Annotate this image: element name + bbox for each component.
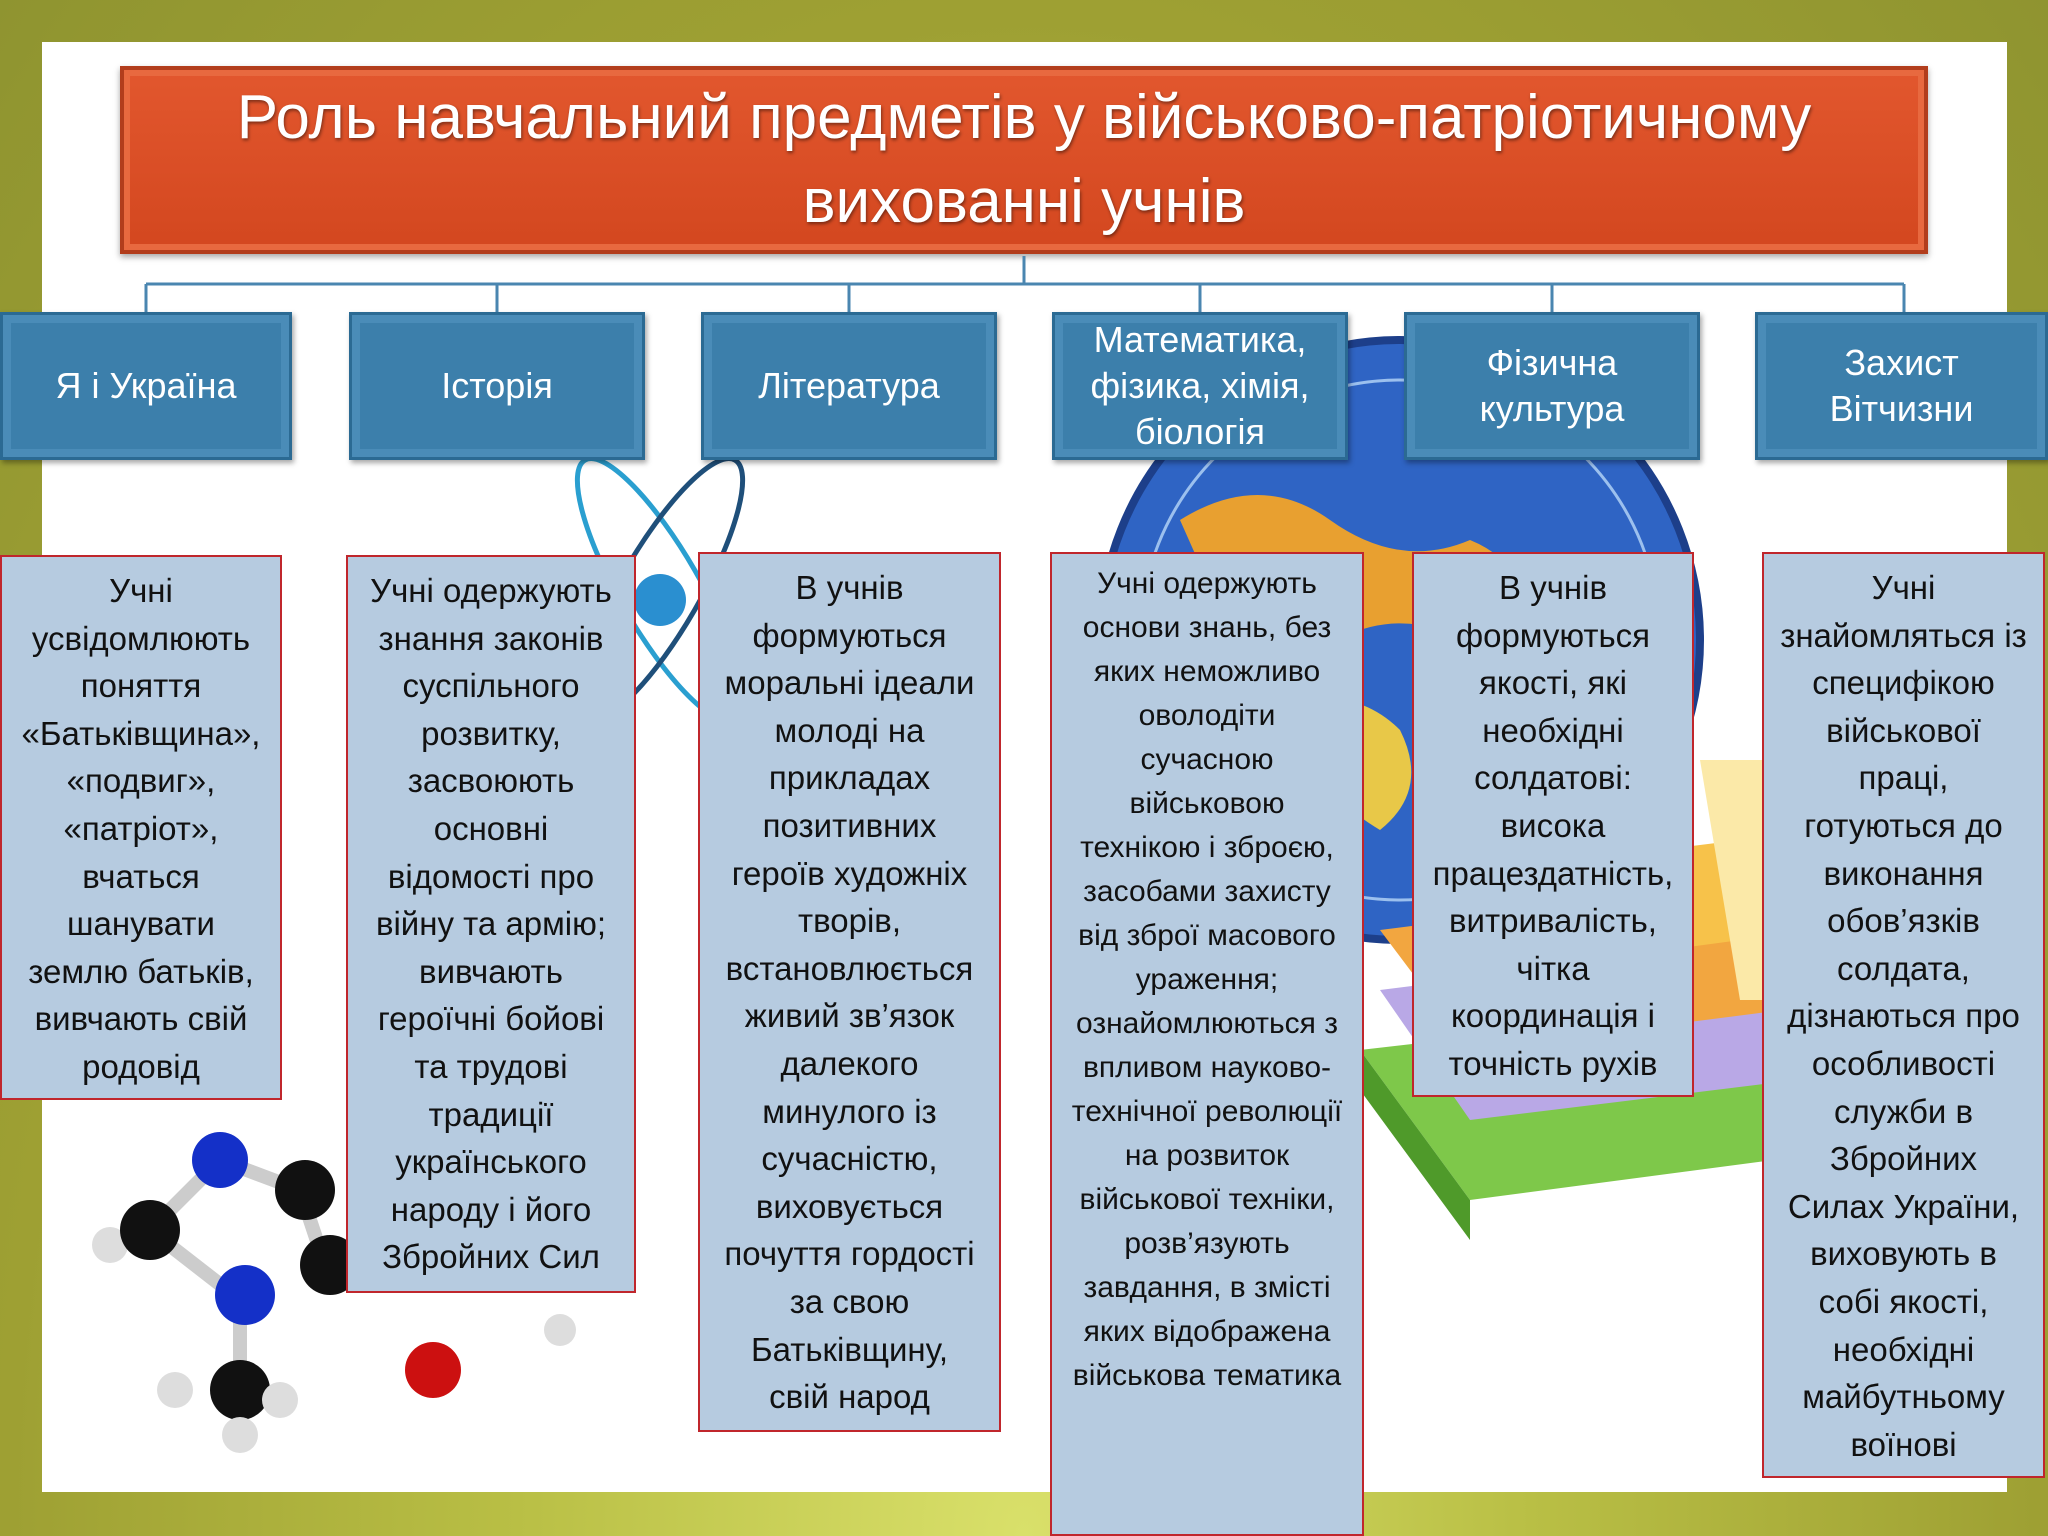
description-text: В учнів формуються моральні ідеали молод…: [724, 569, 975, 1416]
slide-canvas: [42, 42, 2007, 1492]
description-text: Учні одержують знання законів суспільног…: [370, 572, 612, 1276]
category-matematyka-fizyka-khimiia-biolohiia: Математика, фізика, хімія, біологія: [1052, 312, 1348, 460]
category-label: Література: [758, 365, 940, 406]
category-zakhyst-vitchyzny: Захист Вітчизни: [1755, 312, 2048, 460]
description-fizychna-kultura: В учнів формуються якості, які необхідні…: [1412, 552, 1694, 1097]
category-label: Я і Україна: [55, 365, 237, 406]
category-label: Захист Вітчизни: [1829, 342, 1974, 429]
description-text: Учні знайомляться із специфікою військов…: [1780, 569, 2027, 1463]
description-ya-i-ukraina: Учні усвідомлюють поняття «Батьківщина»,…: [0, 555, 282, 1100]
description-istoriia: Учні одержують знання законів суспільног…: [346, 555, 636, 1293]
page-title: Роль навчальний предметів у військово-па…: [236, 83, 1812, 236]
category-istoriia: Історія: [349, 312, 645, 460]
category-fizychna-kultura: Фізична культура: [1404, 312, 1700, 460]
description-literatura: В учнів формуються моральні ідеали молод…: [698, 552, 1001, 1432]
description-text: Учні усвідомлюють поняття «Батьківщина»,…: [21, 572, 261, 1085]
description-text: Учні одержують основи знань, без яких не…: [1071, 567, 1343, 1392]
description-zakhyst-vitchyzny: Учні знайомляться із специфікою військов…: [1762, 552, 2045, 1478]
title-banner: Роль навчальний предметів у військово-па…: [120, 66, 1928, 254]
category-literatura: Література: [701, 312, 997, 460]
category-label: Математика, фізика, хімія, біологія: [1090, 319, 1310, 452]
description-matematyka-fizyka-khimiia-biolohiia: Учні одержують основи знань, без яких не…: [1050, 552, 1364, 1536]
category-label: Історія: [441, 365, 553, 406]
category-ya-i-ukraina: Я і Україна: [0, 312, 292, 460]
description-text: В учнів формуються якості, які необхідні…: [1432, 569, 1674, 1082]
category-label: Фізична культура: [1479, 342, 1625, 429]
